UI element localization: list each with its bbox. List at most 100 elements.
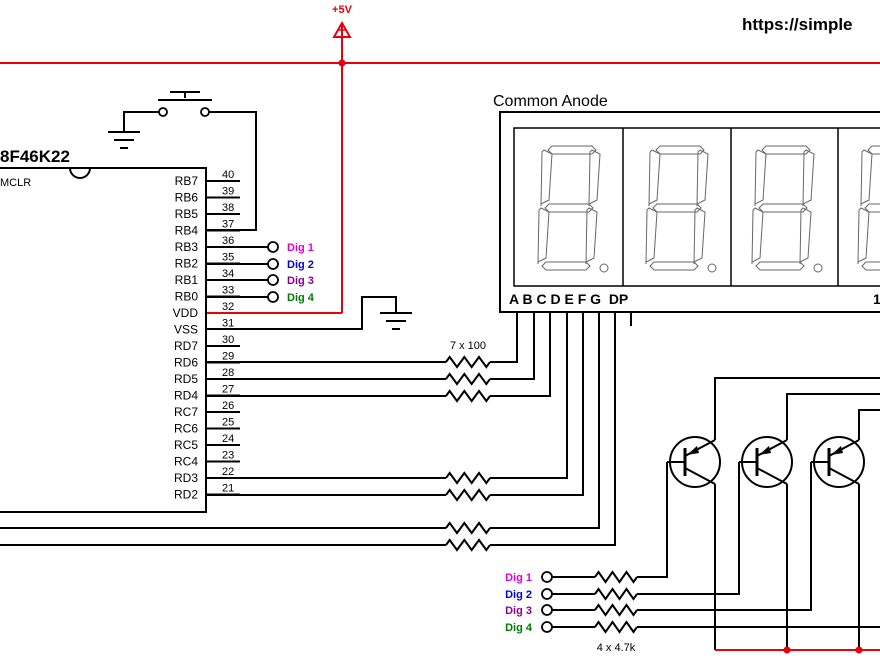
seven-segment-display: [499, 111, 880, 313]
mclr-label: MCLR: [0, 177, 31, 189]
pin-number: 40: [222, 169, 234, 181]
segment: [755, 261, 805, 271]
segment: [867, 145, 880, 155]
resistor-icon: [445, 355, 491, 369]
pin-number: 26: [222, 400, 234, 412]
pin-number: 33: [222, 285, 234, 297]
mcu-title: 8F46K22: [0, 147, 70, 166]
pnp-transistor-icon: [811, 436, 865, 488]
segment: [693, 207, 706, 265]
pin-number: 27: [222, 384, 234, 396]
pin-label: RC6: [174, 422, 198, 436]
segment: [751, 207, 764, 265]
pin-label: RB3: [175, 240, 199, 254]
decimal-point: [813, 263, 823, 273]
segment-resistor-label: 7 x 100: [450, 340, 486, 352]
pin-label: RD7: [174, 339, 198, 353]
resistor-icon: [445, 471, 491, 485]
pin-label: VDD: [173, 306, 199, 320]
pin-label: RD2: [174, 488, 198, 502]
microcontroller: [0, 167, 207, 513]
segment: [758, 203, 808, 213]
segment: [802, 149, 815, 207]
pin-label: RB4: [175, 224, 199, 238]
display-pin-1-label: 1: [873, 291, 880, 307]
pin-number: 35: [222, 252, 234, 264]
supply-label: +5V: [332, 4, 353, 16]
base-resistors: [594, 570, 638, 634]
digit-label: Dig 2: [287, 259, 314, 271]
decimal-point: [707, 263, 717, 273]
pin-number: 22: [222, 466, 234, 478]
segment: [544, 203, 594, 213]
pin-number: 23: [222, 450, 234, 462]
segment-wiring: [0, 312, 632, 546]
ground-icon: [380, 312, 412, 330]
segment: [864, 203, 880, 213]
pin-label: RC4: [174, 455, 198, 469]
pnp-transistor-icon: [667, 436, 721, 488]
pin-number: 37: [222, 219, 234, 231]
pin-number: 34: [222, 268, 234, 280]
connector-terminal-icon: [541, 588, 553, 600]
pin-number: 31: [222, 318, 234, 330]
connector-terminal-icon: [541, 604, 553, 616]
site-url: https://simple: [742, 15, 853, 34]
transistor-drivers: [667, 377, 880, 654]
segment: [860, 149, 873, 207]
segment: [540, 149, 553, 207]
pin-label: VSS: [174, 323, 198, 337]
resistor-icon: [594, 570, 638, 584]
segment-resistors: [445, 355, 491, 552]
resistor-icon: [445, 372, 491, 386]
pin-number: 21: [222, 483, 234, 495]
segment-pin-labels: A B C D E F G DP: [509, 291, 628, 307]
pin-number: 30: [222, 334, 234, 346]
pin-number: 24: [222, 433, 234, 445]
pin-label: RC5: [174, 438, 198, 452]
pin-label: RD5: [174, 372, 198, 386]
base-wiring: [547, 462, 880, 628]
ground-icon: [108, 131, 140, 149]
segment: [648, 149, 661, 207]
display-digit: [751, 145, 823, 273]
pin-label: RB7: [175, 174, 199, 188]
pin-label: RD3: [174, 471, 198, 485]
pin-label: RD4: [174, 389, 198, 403]
pin-label: RB2: [175, 257, 199, 271]
connector-terminal-icon: [267, 274, 279, 286]
resistor-icon: [594, 603, 638, 617]
pin-number: 25: [222, 417, 234, 429]
segment: [537, 207, 550, 265]
segment: [655, 145, 705, 155]
segment: [649, 261, 699, 271]
connector-terminal-icon: [267, 241, 279, 253]
digit-label: Dig 4: [505, 622, 533, 634]
display-title: Common Anode: [493, 93, 608, 110]
resistor-icon: [594, 620, 638, 634]
segment: [547, 145, 597, 155]
display-digit: [537, 145, 609, 273]
digit-label: Dig 3: [287, 275, 314, 287]
digit-label: Dig 4: [287, 292, 315, 304]
connector-terminal-icon: [267, 258, 279, 270]
pin-label: RB0: [175, 290, 199, 304]
pin-label: RC7: [174, 405, 198, 419]
connector-terminal-icon: [541, 621, 553, 633]
resistor-icon: [594, 587, 638, 601]
connector-terminal-icon: [267, 291, 279, 303]
connector-terminal-icon: [541, 571, 553, 583]
digit-label: Dig 1: [287, 242, 314, 254]
segment: [799, 207, 812, 265]
pin-label: RB6: [175, 191, 199, 205]
vss-ground: [206, 296, 412, 330]
pin-number: 36: [222, 235, 234, 247]
segment: [645, 207, 658, 265]
base-resistor-label: 4 x 4.7k: [597, 642, 636, 654]
segment: [761, 145, 811, 155]
segment: [585, 207, 598, 265]
segment: [652, 203, 702, 213]
pin-label: RD6: [174, 356, 198, 370]
digit-label: Dig 3: [505, 605, 532, 617]
